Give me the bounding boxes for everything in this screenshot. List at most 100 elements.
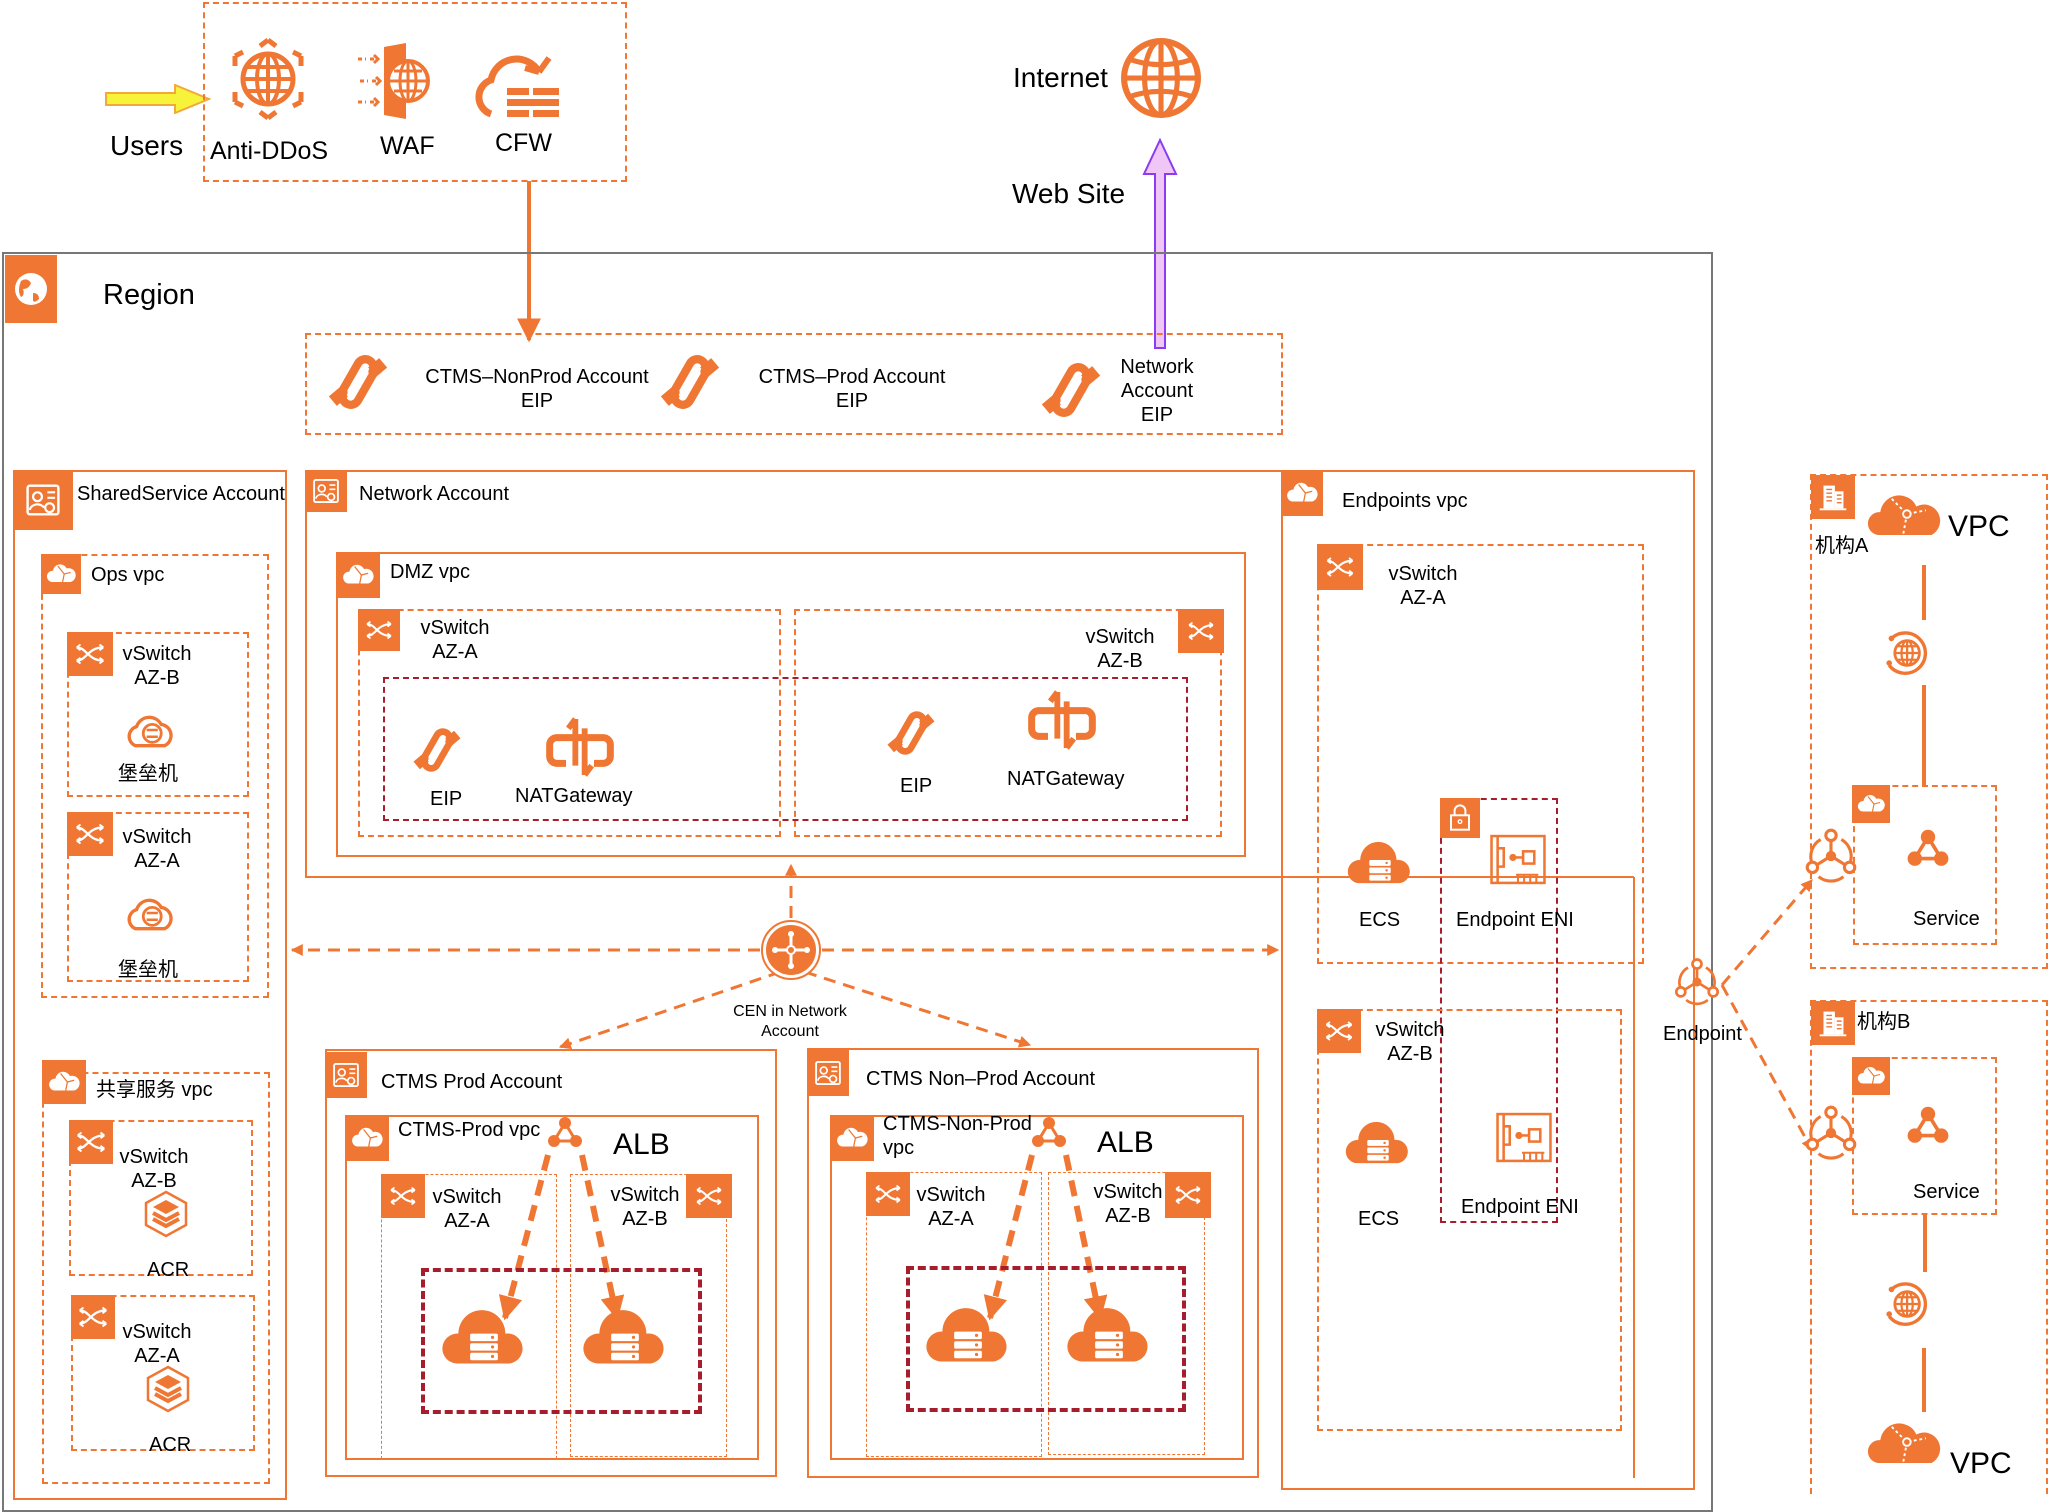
vswitch-icon [67, 812, 113, 856]
dmz-vswitch-azb-label: vSwitch AZ-B [1080, 625, 1160, 673]
ctms-nonprod-vpc [830, 1115, 1244, 1460]
dmz-eip-a-label: EIP [430, 788, 463, 810]
bastion-host-icon [122, 890, 178, 936]
org-b-vpc-label: VPC [1950, 1447, 2012, 1480]
acr-icon [141, 1187, 191, 1241]
cen-label-line1: CEN in Network [733, 1003, 847, 1020]
vswitch-icon [69, 1120, 113, 1164]
vswitch-name: vSwitch [119, 1146, 189, 1168]
vswitch-icon [686, 1174, 732, 1218]
org-a-title: 机构A [1815, 535, 1869, 557]
anti-ddos-label: Anti-DDoS [210, 137, 329, 165]
nonprod-alb-icon [1019, 1113, 1079, 1163]
nonprod-vswitch-azb-label: vSwitch AZ-B [1088, 1180, 1168, 1228]
shared-vpc-icon [42, 1060, 86, 1104]
dmz-nat-a-icon [540, 712, 620, 782]
nonprod-vswitch-aza [866, 1172, 1042, 1457]
org-b-vpc-icon [1867, 1418, 1943, 1468]
dmz-eip-a-icon [412, 720, 462, 780]
org-a-vpn-gateway-icon [1878, 625, 1934, 681]
shared-service-title: SharedService Account [77, 483, 285, 505]
org-b-building-icon [1811, 1001, 1855, 1045]
org-a-service-vpc-icon [1852, 785, 1890, 823]
cen-label-line2: Account [761, 1023, 819, 1040]
org-b-endpoint-icon [1800, 1102, 1862, 1164]
region-globe-icon [5, 255, 57, 323]
ctms-nonprod-eip-icon [327, 349, 389, 415]
cfw-label: CFW [495, 129, 552, 157]
ctms-nonprod-account-title: CTMS Non–Prod Account [866, 1068, 1095, 1090]
org-a-vpc-icon [1867, 490, 1943, 540]
prod-alb-label: ALB [613, 1128, 670, 1161]
vswitch-az: AZ-B [131, 1170, 177, 1192]
region-title: Region [103, 279, 195, 311]
cloud-firewall-icon [467, 46, 577, 126]
cen-icon [760, 919, 822, 981]
ops-vpc-icon [41, 554, 81, 594]
vswitch-name: vSwitch [916, 1184, 986, 1206]
vswitch-icon [71, 1295, 115, 1339]
dmz-vpc-title: DMZ vpc [390, 561, 470, 583]
vswitch-az: AZ-A [134, 1345, 180, 1367]
ctms-prod-eip-label: CTMS–Prod Account EIP [742, 365, 962, 413]
dmz-vpc [336, 552, 1246, 857]
dmz-vswitch-aza [358, 609, 781, 837]
nonprod-ecs-a-icon [925, 1306, 1011, 1370]
org-a-container [1810, 474, 2048, 969]
bastion-host-label: 堡垒机 [118, 959, 178, 981]
internet-globe-icon [1120, 37, 1202, 119]
org-b-service-vpc [1852, 1057, 1997, 1215]
endpoints-ecs-b-icon [1345, 1120, 1411, 1170]
ops-vpc-title: Ops vpc [91, 564, 165, 586]
ctms-nonprod-account [807, 1048, 1259, 1478]
org-b-service-vpc-icon [1852, 1057, 1890, 1095]
endpoints-ecs-a-label: ECS [1359, 909, 1401, 931]
nonprod-alb-label: ALB [1097, 1126, 1154, 1159]
bastion-host-icon [122, 707, 178, 753]
endpoints-vpc-icon [1281, 470, 1323, 516]
vswitch-icon [1165, 1172, 1211, 1218]
nonprod-vswitch-aza-label: vSwitch AZ-A [911, 1183, 991, 1231]
vswitch-name: vSwitch [122, 643, 192, 665]
ctms-prod-vpc [345, 1115, 759, 1460]
vswitch-name: vSwitch [1375, 1019, 1445, 1041]
vswitch-az: AZ-B [134, 667, 180, 689]
waf-icon [350, 39, 435, 124]
shared-vpc-title: 共享服务 vpc [96, 1079, 213, 1101]
vswitch-icon [866, 1172, 910, 1216]
vswitch-icon [358, 609, 400, 651]
endpoint-to-orgB-link [1720, 984, 1814, 1152]
prod-vswitch-aza-label: vSwitch AZ-A [427, 1185, 507, 1233]
vswitch-az: AZ-A [928, 1208, 974, 1230]
shared-service-account-icon [13, 470, 73, 530]
nonprod-vswitch-azb [1048, 1172, 1205, 1455]
vswitch-az: AZ-A [432, 641, 478, 663]
network-account-title: Network Account [359, 483, 510, 505]
org-b-container [1810, 1000, 2048, 1494]
shared-services-vpc [42, 1072, 270, 1484]
endpoint-label: Endpoint [1663, 1023, 1742, 1045]
org-b-service-label: Service [1913, 1181, 1980, 1203]
org-b-vpn-gateway-icon [1878, 1276, 1934, 1332]
shared-vswitch-aza-label: vSwitch AZ-A [117, 1320, 197, 1368]
dmz-vswitch-aza-label: vSwitch AZ-A [415, 616, 495, 664]
vswitch-name: vSwitch [1388, 563, 1458, 585]
ops-vswitch-aza-label: vSwitch AZ-A [117, 825, 197, 873]
acr-label: ACR [149, 1434, 192, 1456]
users-arrow [105, 84, 211, 114]
org-a-service-icon [1895, 825, 1961, 885]
vswitch-name: vSwitch [1085, 626, 1155, 648]
ctms-nonprod-vpc-title: CTMS-Non-Prod vpc [883, 1112, 1032, 1160]
users-label: Users [110, 130, 184, 161]
vswitch-name: vSwitch [432, 1186, 502, 1208]
prod-alb-icon [535, 1113, 595, 1163]
ctms-prod-account-icon [325, 1052, 367, 1098]
endpoints-vswitch-aza-label: vSwitch AZ-A [1383, 562, 1463, 610]
vswitch-icon [1317, 544, 1363, 590]
endpoints-vswitch-azb [1317, 1009, 1622, 1431]
vswitch-name: vSwitch [122, 826, 192, 848]
ctms-nonprod-vpc-icon [830, 1115, 874, 1161]
internet-label: Internet [1013, 62, 1108, 93]
prod-ecs-a-icon [441, 1308, 527, 1372]
network-account-icon [305, 470, 347, 512]
